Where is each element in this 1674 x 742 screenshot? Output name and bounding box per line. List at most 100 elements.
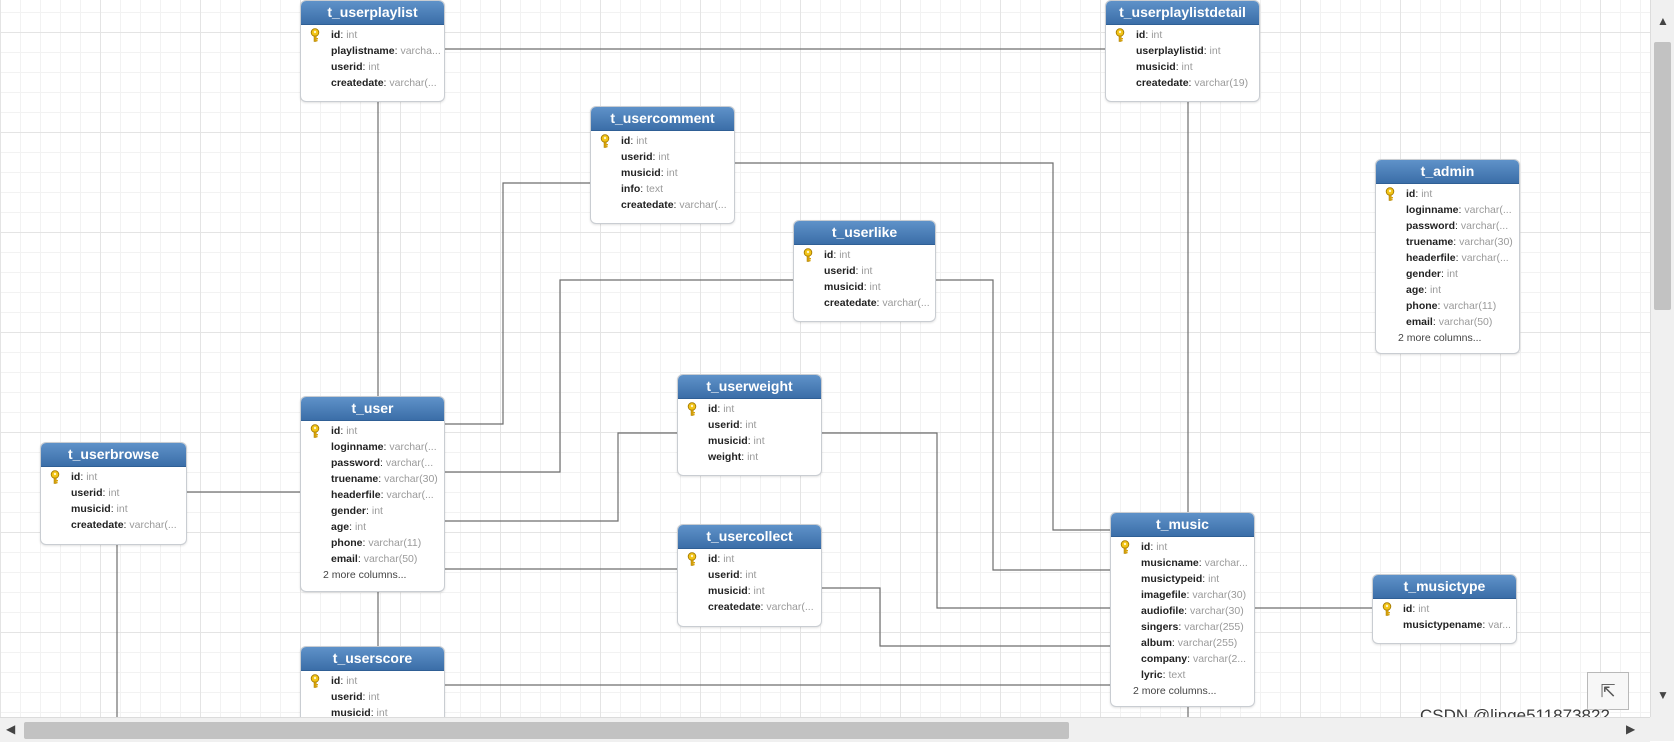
table-field-row[interactable]: createdate: varchar(... xyxy=(41,517,186,533)
table-field-row[interactable]: singers: varchar(255) xyxy=(1111,619,1254,635)
table-field-row[interactable]: phone: varchar(11) xyxy=(301,535,444,551)
table-field-row[interactable]: createdate: varchar(... xyxy=(794,295,935,311)
table-field-row[interactable]: info: text xyxy=(591,181,734,197)
more-columns-link[interactable]: 2 more columns... xyxy=(1398,332,1482,344)
table-field-row[interactable]: headerfile: varchar(... xyxy=(1376,250,1519,266)
table-field-row[interactable]: age: int xyxy=(1376,282,1519,298)
table-field-row[interactable]: userid: int xyxy=(591,149,734,165)
vertical-scrollbar[interactable]: ▲ ▼ xyxy=(1650,0,1674,717)
table-field-row[interactable]: id: int xyxy=(301,27,444,43)
table-header[interactable]: t_userbrowse xyxy=(41,443,186,467)
table-field-row[interactable]: createdate: varchar(... xyxy=(301,75,444,91)
table-header[interactable]: t_userplaylistdetail xyxy=(1106,1,1259,25)
table-field-row[interactable]: musicid: int xyxy=(1106,59,1259,75)
table-field-row[interactable]: createdate: varchar(19) xyxy=(1106,75,1259,91)
table-header[interactable]: t_userplaylist xyxy=(301,1,444,25)
table-field-row[interactable]: musicid: int xyxy=(591,165,734,181)
table-field-row[interactable]: password: varchar(... xyxy=(1376,218,1519,234)
scroll-left-icon[interactable]: ◀ xyxy=(6,722,16,736)
field-separator: : xyxy=(747,585,751,597)
table-field-row[interactable]: headerfile: varchar(... xyxy=(301,487,444,503)
table-field-row[interactable]: loginname: varchar(... xyxy=(1376,202,1519,218)
table-field-row[interactable]: userid: int xyxy=(678,417,821,433)
table-field-row[interactable]: weight: int xyxy=(678,449,821,465)
table-field-row[interactable]: musicid: int xyxy=(678,583,821,599)
table-field-row[interactable]: gender: int xyxy=(1376,266,1519,282)
more-columns-link[interactable]: 2 more columns... xyxy=(1133,685,1217,697)
table-header[interactable]: t_admin xyxy=(1376,160,1519,184)
table-field-row[interactable]: id: int xyxy=(301,423,444,439)
table-field-row[interactable]: truename: varchar(30) xyxy=(1376,234,1519,250)
table-field-row[interactable]: musicid: int xyxy=(794,279,935,295)
table-field-row[interactable]: imagefile: varchar(30) xyxy=(1111,587,1254,603)
scroll-up-icon[interactable]: ▲ xyxy=(1657,14,1669,28)
key-icon xyxy=(310,674,320,688)
vertical-scroll-thumb[interactable] xyxy=(1654,42,1671,310)
table-field-row[interactable]: musictypeid: int xyxy=(1111,571,1254,587)
table-header[interactable]: t_usercollect xyxy=(678,525,821,549)
table-field-row[interactable]: lyric: text xyxy=(1111,667,1254,683)
fit-view-button[interactable]: ⇱ xyxy=(1587,672,1629,710)
table-field-row[interactable]: musicid: int xyxy=(41,501,186,517)
table-field-row[interactable]: userid: int xyxy=(301,689,444,705)
table-field-row[interactable]: musicid: int xyxy=(301,705,444,717)
table-field-row[interactable]: musictypename: var... xyxy=(1373,617,1516,633)
table-field-row[interactable]: userid: int xyxy=(41,485,186,501)
table-field-row[interactable]: createdate: varchar(... xyxy=(678,599,821,615)
table-field-row[interactable]: password: varchar(... xyxy=(301,455,444,471)
table-field-row[interactable]: id: int xyxy=(1376,186,1519,202)
table-field-row[interactable]: id: int xyxy=(678,401,821,417)
table-field-row[interactable]: id: int xyxy=(1106,27,1259,43)
table-field-row[interactable]: createdate: varchar(... xyxy=(591,197,734,213)
table-field-row[interactable]: gender: int xyxy=(301,503,444,519)
table-header[interactable]: t_usercomment xyxy=(591,107,734,131)
table-field-row[interactable]: id: int xyxy=(1111,539,1254,555)
horizontal-scroll-thumb[interactable] xyxy=(24,722,1069,739)
table-field-row[interactable]: loginname: varchar(... xyxy=(301,439,444,455)
table-header[interactable]: t_user xyxy=(301,397,444,421)
table-field-row[interactable]: userid: int xyxy=(301,59,444,75)
table-header[interactable]: t_userlike xyxy=(794,221,935,245)
table-field-row[interactable]: musicname: varchar... xyxy=(1111,555,1254,571)
table-field-row[interactable]: userid: int xyxy=(794,263,935,279)
table-header[interactable]: t_userweight xyxy=(678,375,821,399)
table-field-row[interactable]: email: varchar(50) xyxy=(301,551,444,567)
scroll-down-icon[interactable]: ▼ xyxy=(1657,688,1669,702)
table-header[interactable]: t_musictype xyxy=(1373,575,1516,599)
table-field-row[interactable]: phone: varchar(11) xyxy=(1376,298,1519,314)
table-field-row[interactable]: playlistname: varcha... xyxy=(301,43,444,59)
table-field-row[interactable]: id: int xyxy=(301,673,444,689)
table-field-row[interactable]: audiofile: varchar(30) xyxy=(1111,603,1254,619)
horizontal-scrollbar[interactable]: ◀ ▶ xyxy=(0,717,1650,742)
table-field-row[interactable]: id: int xyxy=(1373,601,1516,617)
table-field-row[interactable]: userplaylistid: int xyxy=(1106,43,1259,59)
table-field-row[interactable]: truename: varchar(30) xyxy=(301,471,444,487)
more-columns-link[interactable]: 2 more columns... xyxy=(323,569,407,581)
table-field-row[interactable]: email: varchar(50) xyxy=(1376,314,1519,330)
table-field-row[interactable]: id: int xyxy=(41,469,186,485)
table-field-row[interactable]: age: int xyxy=(301,519,444,535)
table-field-row[interactable]: album: varchar(255) xyxy=(1111,635,1254,651)
table-field-row[interactable]: id: int xyxy=(678,551,821,567)
table-field-row[interactable]: id: int xyxy=(591,133,734,149)
table-field-row[interactable]: userid: int xyxy=(678,567,821,583)
table-field-row[interactable]: company: varchar(2... xyxy=(1111,651,1254,667)
table-field-row[interactable]: musicid: int xyxy=(678,433,821,449)
table-header[interactable]: t_userscore xyxy=(301,647,444,671)
table-field-row[interactable]: id: int xyxy=(794,247,935,263)
table-header[interactable]: t_music xyxy=(1111,513,1254,537)
scroll-right-icon[interactable]: ▶ xyxy=(1626,722,1636,736)
